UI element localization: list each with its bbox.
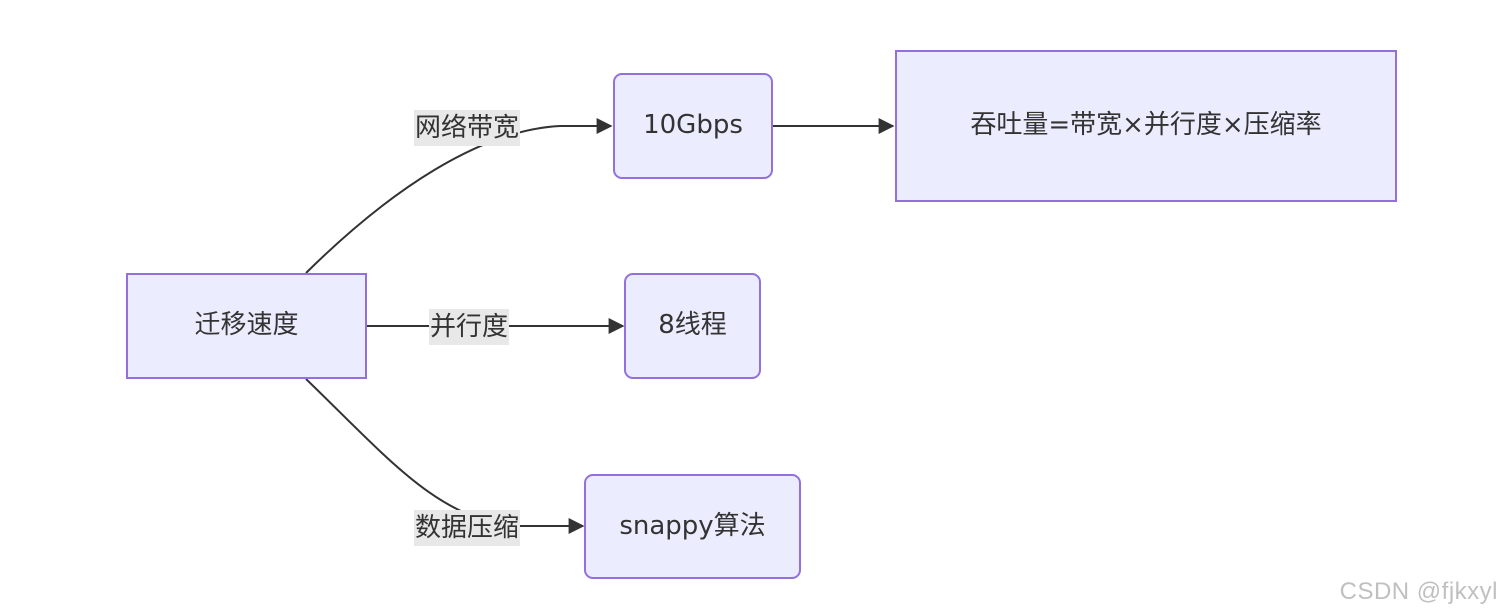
node-8-threads: 8线程 [624, 273, 761, 379]
edge-label-compression: 数据压缩 [414, 510, 521, 546]
node-migration-speed-label: 迁移速度 [194, 310, 299, 341]
csdn-watermark: CSDN @fjkxyl [1339, 578, 1498, 605]
edge-bandwidth [305, 118, 613, 274]
edge-label-parallelism: 并行度 [429, 309, 510, 345]
node-throughput-formula: 吞吐量=带宽×并行度×压缩率 [895, 50, 1397, 202]
node-bandwidth-label: 10Gbps [643, 110, 743, 141]
node-throughput-label: 吞吐量=带宽×并行度×压缩率 [970, 110, 1322, 141]
node-snappy-algorithm: snappy算法 [584, 474, 801, 579]
node-threads-label: 8线程 [658, 310, 727, 341]
node-migration-speed: 迁移速度 [126, 273, 367, 379]
node-bandwidth-10gbps: 10Gbps [613, 73, 773, 179]
node-snappy-label: snappy算法 [619, 510, 766, 541]
edge-label-bandwidth: 网络带宽 [414, 110, 521, 146]
edge-compression [305, 378, 585, 534]
